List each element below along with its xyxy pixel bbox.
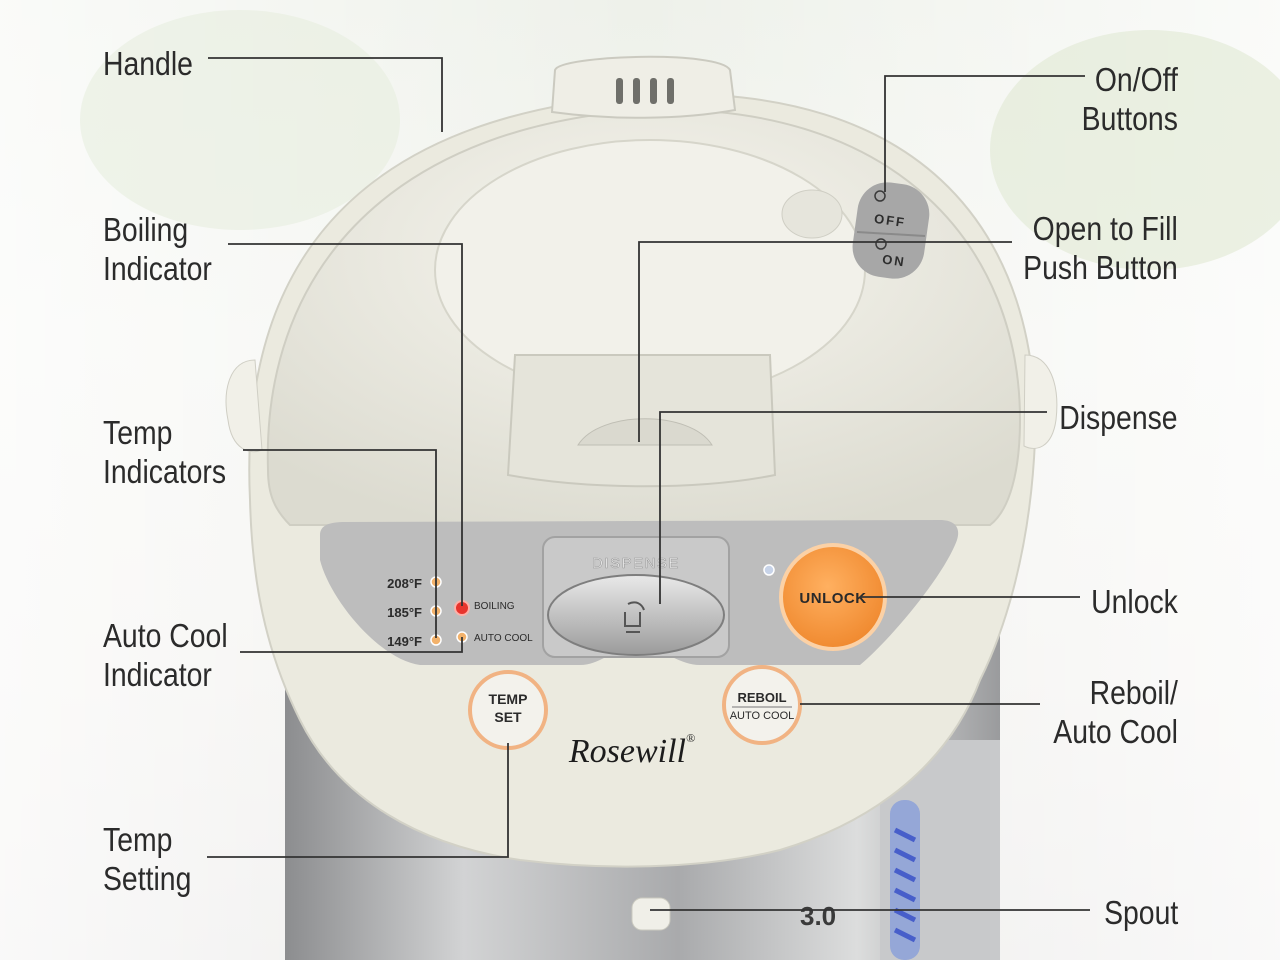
side-knob-left xyxy=(225,359,263,453)
handle-vents xyxy=(616,78,674,104)
callout-boiling-line2: Indicator xyxy=(103,250,212,287)
callout-auto-cool-line1: Auto Cool xyxy=(103,617,228,654)
callout-handle: Handle xyxy=(103,44,193,83)
callout-open-to-fill: Open to Fill Push Button xyxy=(1023,209,1178,287)
callout-reboil: Reboil/ Auto Cool xyxy=(1053,673,1178,751)
callout-reboil-line1: Reboil/ xyxy=(1089,674,1178,711)
leader-open-to-fill xyxy=(638,241,1012,442)
water-level-mark: 3.0 xyxy=(800,901,836,931)
temp-label-185: 185°F xyxy=(387,605,422,620)
callout-auto-cool-indicator: Auto Cool Indicator xyxy=(103,616,228,694)
fill-cap-knob xyxy=(781,189,843,239)
callout-unlock: Unlock xyxy=(1091,582,1178,621)
callout-open-to-fill-line1: Open to Fill xyxy=(1032,210,1178,247)
leader-dispense xyxy=(659,411,1047,604)
callout-dispense-text: Dispense xyxy=(1059,399,1178,436)
temp-set-label-line2: SET xyxy=(494,709,522,725)
callout-spout: Spout xyxy=(1104,893,1178,932)
callout-temp-indicators-line2: Indicators xyxy=(103,453,227,490)
callout-on-off-line1: On/Off xyxy=(1094,61,1178,98)
callout-handle-text: Handle xyxy=(103,45,193,82)
callout-temp-setting-line2: Setting xyxy=(103,860,192,897)
callout-spout-text: Spout xyxy=(1103,894,1178,931)
callout-reboil-line2: Auto Cool xyxy=(1053,713,1178,750)
off-symbol-icon xyxy=(874,190,886,202)
boiling-label: BOILING xyxy=(474,601,515,612)
dispense-button[interactable] xyxy=(547,574,725,656)
reboil-button[interactable] xyxy=(722,665,802,745)
handle xyxy=(550,55,737,119)
brand-logo: Rosewill® xyxy=(568,731,695,770)
switch-off-label: OFF xyxy=(873,211,907,230)
unlock-button-label: UNLOCK xyxy=(799,590,866,607)
unlock-indicator-light xyxy=(763,564,775,576)
callout-boiling-line1: Boiling xyxy=(103,211,189,248)
on-symbol-icon xyxy=(875,238,887,250)
water-gauge-tube xyxy=(893,827,917,943)
leader-temp-indicators xyxy=(243,449,437,638)
leader-boiling xyxy=(228,243,463,606)
callout-temp-indicators: Temp Indicators xyxy=(103,413,226,491)
leader-temp-setting xyxy=(207,743,509,858)
temp-label-208: 208°F xyxy=(387,576,422,591)
leader-lines xyxy=(207,57,1090,911)
spout xyxy=(631,897,671,931)
callout-open-to-fill-line2: Push Button xyxy=(1023,249,1178,286)
open-to-fill-button[interactable] xyxy=(577,418,713,446)
power-switch[interactable] xyxy=(849,178,934,282)
reboil-label-line1: REBOIL xyxy=(737,690,786,705)
temp-set-label-line1: TEMP xyxy=(489,691,528,707)
side-knob-right xyxy=(1023,354,1058,449)
callout-on-off-line2: Buttons xyxy=(1081,100,1178,137)
callout-temp-setting-line1: Temp xyxy=(103,821,173,858)
temp-label-149: 149°F xyxy=(387,634,422,649)
auto-cool-label: AUTO COOL xyxy=(474,633,533,644)
callout-temp-indicators-line1: Temp xyxy=(103,414,173,451)
callout-on-off: On/Off Buttons xyxy=(1082,60,1178,138)
cup-icon xyxy=(624,601,645,633)
callout-auto-cool-line2: Indicator xyxy=(103,656,212,693)
callout-temp-setting: Temp Setting xyxy=(103,820,191,898)
background-blur xyxy=(80,10,400,230)
callout-boiling-indicator: Boiling Indicator xyxy=(103,210,212,288)
reboil-label-line2: AUTO COOL xyxy=(730,710,795,722)
switch-on-label: ON xyxy=(881,251,906,269)
leader-auto-cool xyxy=(240,637,463,653)
callout-unlock-text: Unlock xyxy=(1091,583,1178,620)
leader-on-off xyxy=(884,75,1085,192)
background-blur xyxy=(990,30,1280,270)
callout-dispense: Dispense xyxy=(1060,398,1178,437)
leader-handle xyxy=(208,57,443,132)
dispense-plate-label: DISPENSE xyxy=(592,555,680,572)
